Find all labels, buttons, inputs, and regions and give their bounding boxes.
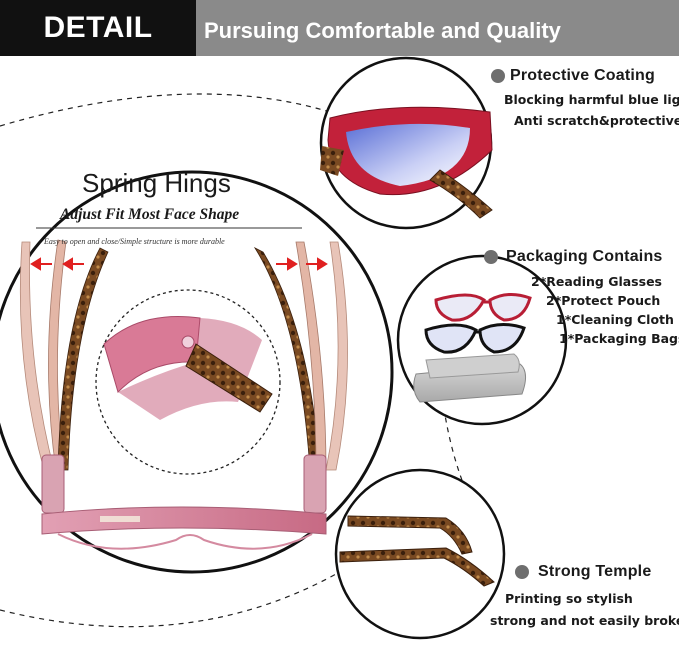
red-glasses-product bbox=[434, 293, 532, 322]
packaging-line-1: 2*Reading Glasses bbox=[531, 274, 662, 289]
bullet-icon bbox=[491, 69, 505, 83]
header-subtitle: Pursuing Comfortable and Quality bbox=[204, 18, 561, 43]
temple-title: Strong Temple bbox=[538, 563, 652, 580]
coating-line-2: Anti scratch&protective bbox=[514, 113, 679, 128]
dashed-arc-outer bbox=[0, 93, 331, 127]
packaging-line-4: 1*Packaging Bags bbox=[559, 331, 679, 346]
dashed-arc-bottom bbox=[0, 559, 361, 628]
spring-hinge-title: Spring Hings bbox=[82, 168, 231, 198]
packaging-line-2: 2*Protect Pouch bbox=[546, 293, 661, 308]
spring-hinge-subtitle: Adjust Fit Most Face Shape bbox=[60, 206, 240, 223]
front-frame bbox=[41, 506, 327, 535]
coating-title: Protective Coating bbox=[510, 67, 655, 84]
bullet-icon bbox=[484, 250, 498, 264]
header-title-bar bbox=[0, 0, 196, 56]
right-temples bbox=[253, 241, 348, 471]
header-title: DETAIL bbox=[43, 11, 153, 44]
temple-line-1: Printing so stylish bbox=[505, 591, 633, 606]
temple-line-2: strong and not easily broken bbox=[490, 613, 679, 628]
packaging-title: Packaging Contains bbox=[506, 248, 663, 265]
header-subtitle-bar bbox=[196, 0, 679, 56]
red-arrows bbox=[30, 257, 328, 271]
bullet-icon bbox=[515, 565, 529, 579]
spring-hinge-note: Easy to open and close/Simple structure … bbox=[44, 237, 225, 246]
coating-line-1: Blocking harmful blue light bbox=[504, 92, 679, 107]
black-glasses-product bbox=[424, 323, 526, 354]
packaging-line-3: 1*Cleaning Cloth bbox=[556, 312, 674, 327]
